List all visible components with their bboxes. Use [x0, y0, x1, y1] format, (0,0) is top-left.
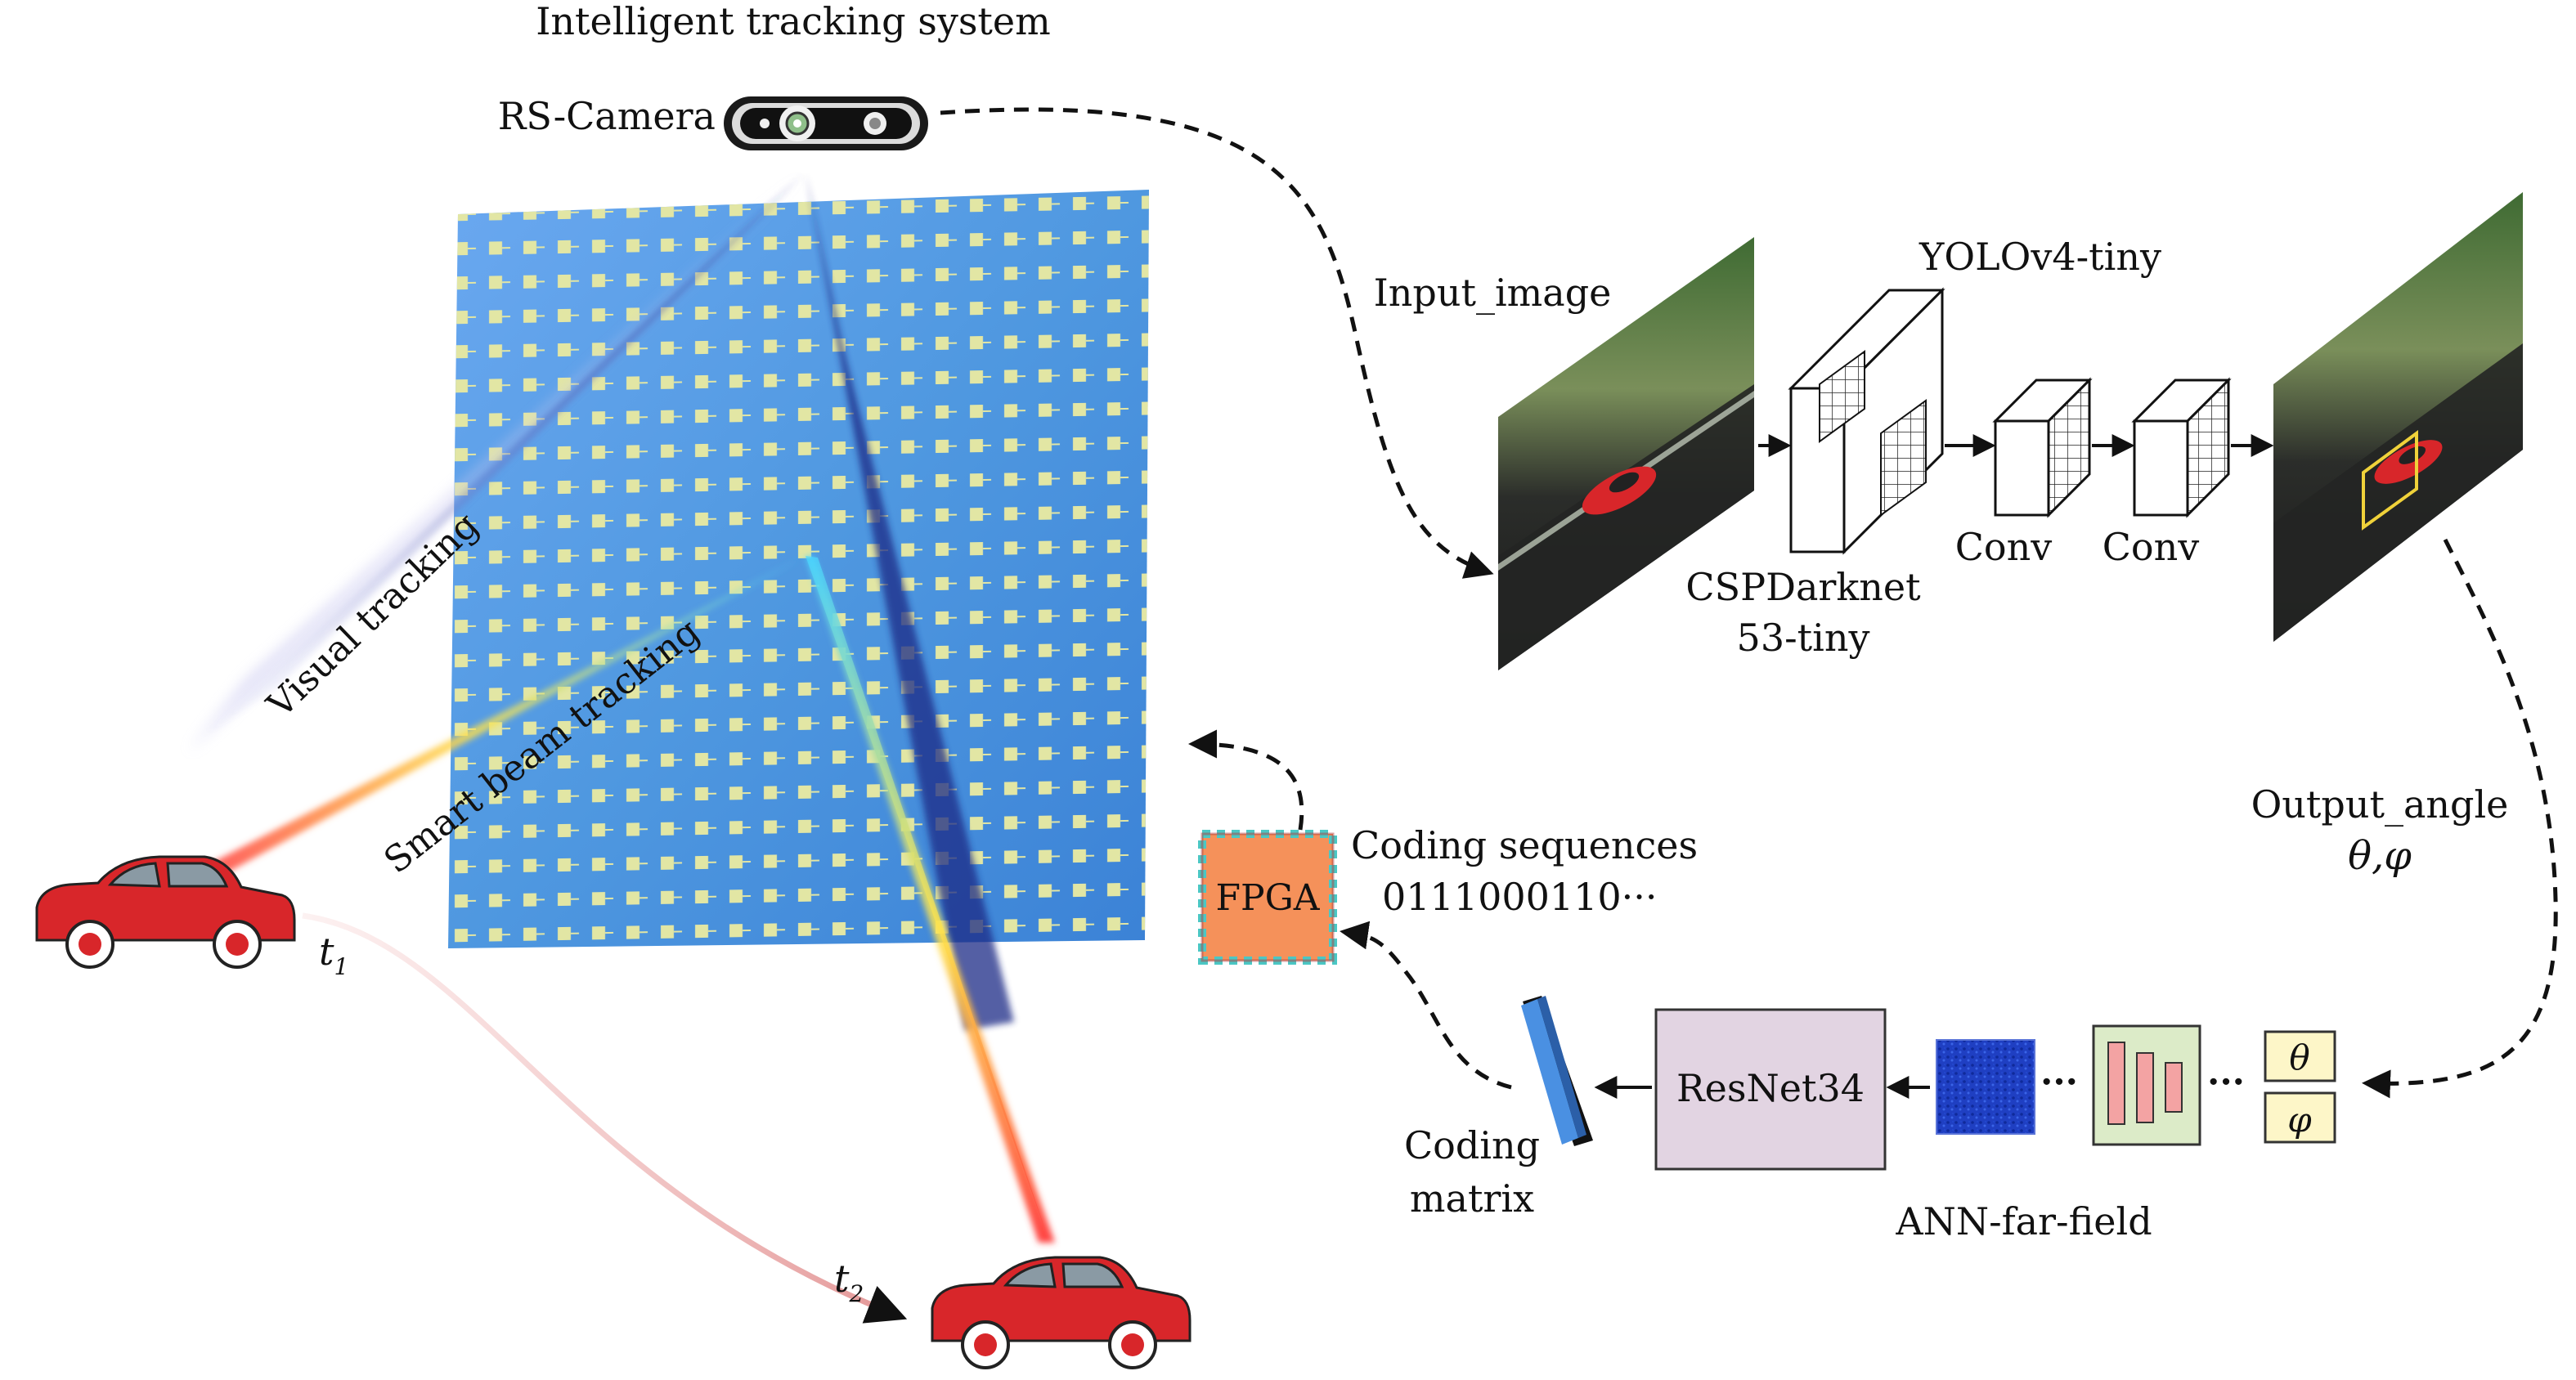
coding-matrix-label-line1: Coding — [1404, 1123, 1540, 1167]
ann-layer-block — [2092, 1024, 2201, 1146]
backbone-label-line1: CSPDarknet — [1685, 565, 1921, 609]
backbone-label-line2: 53-tiny — [1737, 616, 1870, 660]
fpga-label: FPGA — [1215, 877, 1320, 919]
rs-camera-icon — [724, 96, 928, 150]
output-angle-label: Output_angle — [2251, 782, 2509, 827]
ann-far-field-label: ANN-far-field — [1895, 1199, 2152, 1243]
ellipsis-right: ··· — [2207, 1061, 2245, 1103]
car-trajectory — [302, 912, 908, 1324]
car-t2 — [931, 1256, 1192, 1369]
theta-box — [2264, 1030, 2336, 1082]
yolo-label: YOLOv4-tiny — [1919, 235, 2161, 279]
coding-matrix — [1521, 996, 1593, 1146]
coding-matrix-label-line2: matrix — [1410, 1176, 1534, 1221]
resnet-label: ResNet34 — [1676, 1066, 1865, 1110]
car-t1 — [35, 855, 296, 969]
phi-label: φ — [2287, 1100, 2312, 1140]
conv-block-1 — [1992, 377, 2093, 518]
cspdarknet-block — [1788, 287, 1945, 555]
smart-beam-tracking-beam — [204, 556, 1055, 1243]
ellipsis-middle: ··· — [2040, 1061, 2078, 1103]
coding-sequences-title: Coding sequences — [1351, 823, 1698, 867]
metasurface — [448, 190, 1149, 948]
conv-label-2: Conv — [2103, 525, 2200, 569]
time-t1: t1 — [319, 930, 348, 980]
coding-sequences-value: 0111000110··· — [1382, 875, 1658, 919]
input-red-car — [1582, 466, 1657, 515]
fpga-chip — [1198, 830, 1337, 965]
coding-matrix-to-fpga-arrow — [1340, 921, 1512, 1090]
input-image — [1498, 237, 1754, 670]
output-to-angles-arrow — [2362, 538, 2558, 1099]
time-t2: t2 — [834, 1257, 864, 1307]
far-field-pattern — [1936, 1039, 2035, 1135]
output-angle-values: θ,φ — [2348, 833, 2412, 879]
conv-block-2 — [2131, 377, 2232, 518]
resnet-block — [1654, 1008, 1887, 1171]
angle-input-boxes — [2264, 1030, 2336, 1144]
fpga-to-metasurface-arrow — [1188, 729, 1304, 831]
phi-box — [2264, 1091, 2336, 1144]
output-image — [2273, 192, 2523, 642]
camera-label: RS-Camera — [498, 94, 716, 138]
conv-label-1: Conv — [1955, 525, 2053, 569]
theta-label: θ — [2289, 1037, 2309, 1078]
output-red-car — [2374, 440, 2443, 484]
visual-tracking-beam — [188, 172, 1014, 1030]
detection-box — [2362, 430, 2418, 531]
input-image-label: Input_image — [1374, 271, 1612, 315]
system-title: Intelligent tracking system — [536, 0, 1051, 43]
